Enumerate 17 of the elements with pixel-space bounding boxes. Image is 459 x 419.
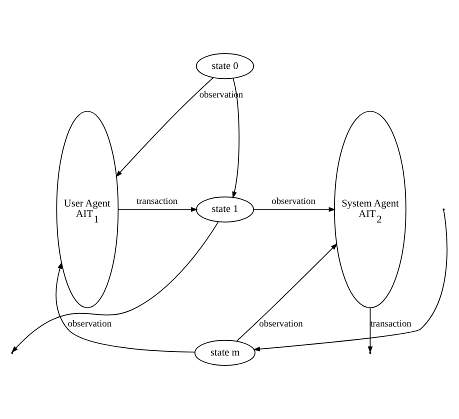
arrow — [236, 243, 338, 342]
arrow — [232, 78, 240, 198]
arrow — [368, 308, 373, 354]
edge-label: transaction — [370, 319, 412, 330]
edge-label: observation — [68, 319, 112, 330]
edge-label: transaction — [136, 197, 178, 208]
node-ellipse: state m — [194, 340, 256, 366]
arrow — [116, 77, 214, 178]
edge-label: observation — [259, 319, 303, 330]
arrow — [253, 210, 448, 352]
arrow — [118, 207, 198, 212]
arrow — [253, 207, 336, 212]
arrow — [56, 262, 195, 353]
edge-label: observation — [272, 197, 316, 208]
node-ellipse: state 1 — [196, 196, 254, 222]
arrow — [11, 222, 219, 353]
node-ellipse: state 0 — [196, 53, 254, 80]
